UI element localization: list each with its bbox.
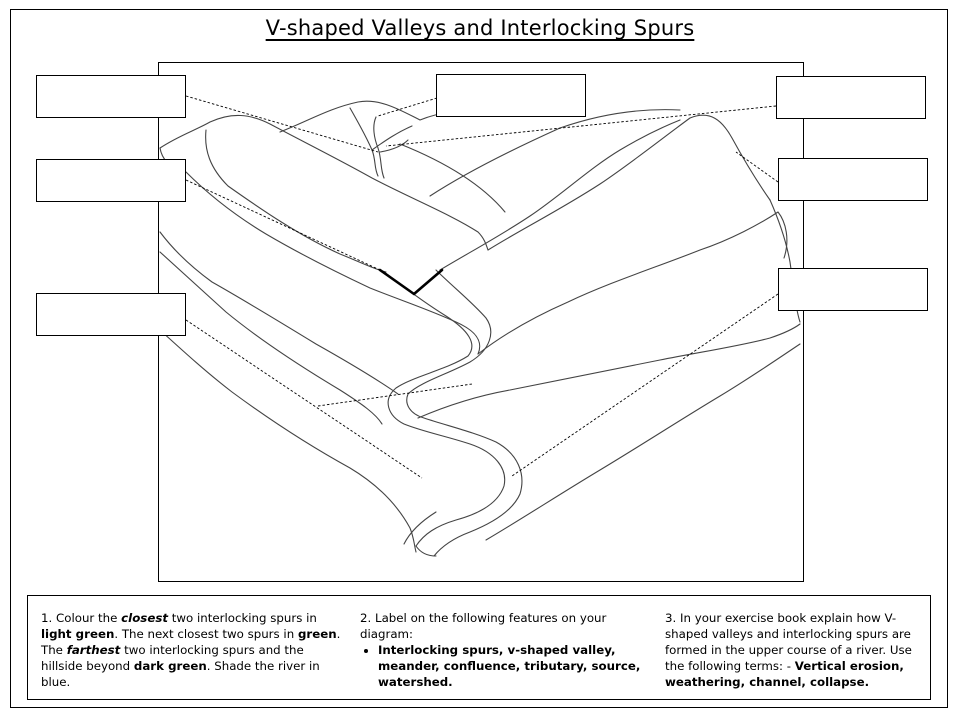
leader-left-top — [185, 95, 379, 153]
spur-right-ridge — [487, 114, 771, 251]
key-terms: Vertical erosion, weathering, channel, c… — [665, 659, 904, 689]
spur-lower-right — [417, 323, 801, 419]
leader-center-top — [377, 97, 438, 117]
page-title: V-shaped Valleys and Interlocking Spurs — [265, 16, 695, 40]
instruction-1-text: two interlocking spurs and the hillside … — [41, 643, 304, 673]
instruction-2: 2. Label on the following features on yo… — [360, 610, 645, 690]
spur-right-inner — [439, 119, 681, 271]
spur-upper-left-top — [159, 114, 489, 251]
instruction-1: 1. Colour the closest two interlocking s… — [41, 610, 341, 690]
instruction-3: 3. In your exercise book explain how V-s… — [665, 610, 923, 690]
feature-list: Interlocking spurs, v-shaped valley, mea… — [360, 642, 645, 690]
tributary-stream — [371, 116, 413, 179]
page-border — [10, 9, 948, 708]
spur-lower-left-top — [159, 251, 383, 425]
far-right-hill — [429, 109, 681, 197]
instruction-1-text: . The — [41, 627, 341, 657]
light-green-emphasis: light green — [41, 627, 115, 641]
spur-upper-left-bottom — [205, 129, 387, 273]
instruction-1-text: 1. Colour the — [41, 611, 122, 625]
green-emphasis: green — [297, 627, 337, 641]
closest-emphasis: closest — [121, 611, 168, 625]
instruction-1-text: . The next closest two spurs in — [114, 627, 298, 641]
far-hill-left — [349, 107, 379, 177]
feature-list-item: Interlocking spurs, v-shaped valley, mea… — [378, 642, 645, 690]
instruction-1-text: two interlocking spurs in — [167, 611, 317, 625]
spur-lower-right-edge — [485, 343, 801, 541]
v-shape-mark — [378, 268, 444, 296]
river-bank-right — [406, 269, 523, 557]
label-box-left-top[interactable] — [36, 75, 186, 118]
leader-right-top — [385, 105, 777, 147]
instruction-1-text: . Shade the river in blue. — [41, 659, 320, 689]
valley-base — [403, 511, 437, 545]
spur-lower-left — [159, 329, 417, 553]
river-bank-left — [383, 271, 506, 547]
leader-left-middle — [185, 179, 381, 271]
instructions-panel: 1. Colour the closest two interlocking s… — [27, 595, 931, 700]
label-box-left-bottom[interactable] — [36, 293, 186, 336]
spur-mid-left-ridge — [185, 171, 481, 355]
dark-green-emphasis: dark green — [133, 659, 207, 673]
label-box-right-top[interactable] — [776, 76, 926, 119]
label-box-right-bottom[interactable] — [778, 268, 928, 311]
instruction-3-text: 3. In your exercise book explain how V-s… — [665, 611, 912, 673]
label-box-right-middle[interactable] — [778, 158, 928, 201]
river-mouth — [415, 545, 437, 557]
label-box-center-top[interactable] — [436, 74, 586, 117]
farthest-emphasis: farthest — [66, 643, 121, 657]
spur-right-lower — [477, 211, 788, 355]
instruction-2-intro: 2. Label on the following features on yo… — [360, 611, 607, 641]
spur-mid-left — [159, 231, 399, 395]
leader-meander — [317, 383, 473, 407]
far-right-slope — [399, 143, 506, 213]
leader-left-bottom — [185, 319, 423, 479]
label-box-left-middle[interactable] — [36, 159, 186, 202]
